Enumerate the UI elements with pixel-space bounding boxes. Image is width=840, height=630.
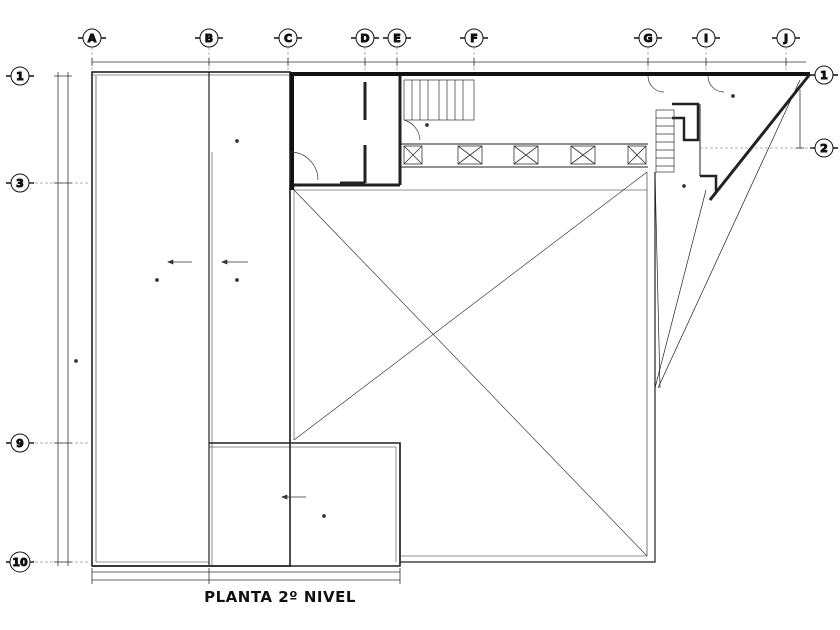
axis-bubble-10: 10 [6, 551, 34, 573]
axis-bubble-j: J [772, 28, 800, 48]
doors [289, 75, 725, 181]
axis-bubble-2-right: 2 [810, 138, 838, 158]
axis-label-9: 9 [16, 437, 24, 450]
axis-bubble-d: D [351, 28, 379, 48]
axis-label-10: 10 [12, 556, 28, 569]
axis-bubble-1-right: 1 [810, 65, 838, 85]
axis-label-b: B [205, 32, 213, 45]
axis-bubble-c: C [274, 28, 302, 48]
axis-bubble-3: 3 [6, 173, 34, 193]
dimension-lines [54, 58, 806, 584]
axis-bubble-9: 9 [6, 433, 34, 453]
axis-bubble-b: B [195, 28, 223, 48]
axis-label-a: A [88, 32, 97, 45]
axis-label-j: J [783, 32, 788, 45]
drawing-title: PLANTA 2º NIVEL [204, 588, 356, 606]
axis-label-i: I [704, 32, 708, 45]
axis-bubble-1: 1 [6, 66, 34, 86]
axis-bubble-e: E [383, 28, 411, 48]
axis-label-2-right: 2 [820, 142, 828, 155]
staircase-top [403, 79, 475, 121]
axis-label-1: 1 [16, 70, 24, 83]
axis-label-e: E [393, 32, 401, 45]
slab-outline [91, 71, 812, 567]
axis-bubble-f: F [460, 28, 488, 48]
axis-bubble-g: G [634, 28, 662, 48]
axis-label-f: F [470, 32, 478, 45]
row-axis-bubbles-left: 1 3 9 10 [6, 66, 34, 573]
staircase-right [655, 109, 675, 173]
level-markers [74, 94, 735, 518]
row-axis-bubbles-right: 1 2 [810, 65, 838, 158]
column-axis-bubbles: A B C D E F G I J [78, 28, 800, 48]
axis-label-g: G [643, 32, 652, 45]
ducts [403, 145, 647, 165]
axis-bubble-a: A [78, 28, 106, 48]
axis-bubble-i: I [692, 28, 720, 48]
axis-label-d: D [360, 32, 369, 45]
axis-label-1-right: 1 [820, 69, 828, 82]
axis-label-3: 3 [16, 177, 24, 190]
axis-label-c: C [284, 32, 292, 45]
